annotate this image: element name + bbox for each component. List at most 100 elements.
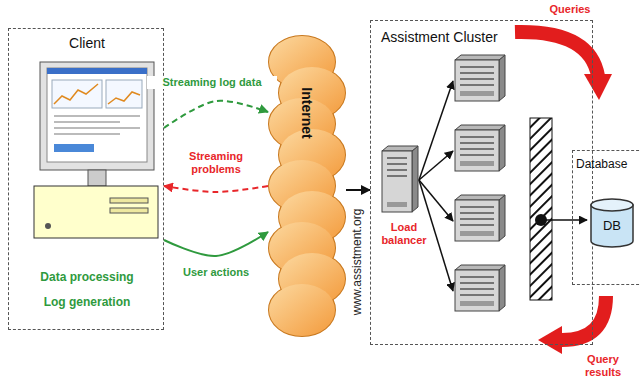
drive-slot (110, 198, 148, 203)
monitor-stand (88, 170, 106, 186)
screen-text-line (54, 115, 140, 117)
edge-label: User actions (166, 266, 266, 279)
flow-label: Query results (575, 353, 631, 379)
cluster-server (455, 195, 505, 241)
chart-line (108, 92, 140, 104)
edge-label: Streaming problems (180, 150, 252, 176)
screen-text-line (54, 127, 140, 129)
server-side (499, 195, 505, 241)
queries-arrow-head (584, 74, 612, 100)
power-button (45, 223, 51, 229)
server-panel (460, 161, 494, 166)
results-arrow-head (538, 326, 562, 354)
server-top (455, 265, 505, 270)
load-balancer-server (382, 146, 418, 212)
server-slot (460, 294, 494, 296)
results-arrow-body (562, 296, 606, 340)
screen-chart (106, 80, 142, 108)
desktop-case (34, 186, 158, 238)
problem-stream-arrow (164, 186, 268, 192)
flow-label: Queries (540, 3, 600, 16)
url-label: www.assistment.org (351, 209, 364, 316)
load-balancer-node: Load balancer (373, 143, 435, 255)
bus-dot (535, 214, 547, 226)
server-panel (387, 202, 407, 207)
node-title: Internet (299, 87, 316, 138)
server-slot (387, 163, 407, 165)
server-front (455, 60, 499, 101)
window-titlebar (47, 68, 147, 74)
node-title: Database (576, 157, 640, 171)
cloud-lobe (269, 284, 335, 336)
screen-text-line (54, 133, 120, 135)
server-side (499, 55, 505, 101)
server-top (455, 125, 505, 130)
cloud-edge (269, 36, 345, 336)
server-slot (460, 288, 494, 290)
server-front (455, 270, 499, 311)
monitor-screen (47, 68, 147, 162)
cylinder-top (591, 199, 633, 211)
server-slot (460, 142, 494, 144)
server-front (382, 151, 412, 212)
server-side (499, 125, 505, 171)
node-title: Assistment Cluster (381, 29, 581, 46)
server-slot (460, 212, 494, 214)
server-top (455, 55, 505, 60)
server-slot (460, 282, 494, 284)
drive-slot (110, 208, 148, 213)
server-slot (460, 66, 494, 68)
server-slot (460, 148, 494, 150)
cluster-box: Load balancer Assistment Cluster (370, 20, 593, 345)
monitor-frame (40, 62, 154, 170)
queries-arrow-body (515, 32, 598, 76)
chart-line (54, 84, 98, 104)
screen-text-line (54, 121, 120, 123)
cluster-server (455, 55, 505, 101)
node-title: Load balancer (373, 221, 435, 247)
db-link-arrow (546, 219, 587, 221)
server-top (382, 146, 418, 151)
server-slot (387, 175, 407, 177)
cluster-server (455, 265, 505, 311)
server-slot (460, 276, 494, 278)
server-slot (460, 218, 494, 220)
db-cylinder: DB (589, 197, 635, 249)
database-box: DB Database (572, 150, 640, 285)
cloud-outline (268, 28, 346, 346)
server-slot (460, 72, 494, 74)
server-front (455, 130, 499, 171)
user-action-arrow (164, 232, 268, 256)
cloud-fill (269, 36, 345, 336)
internet-cloud: Internet (268, 28, 346, 346)
node-note: Data processing Log generation (32, 265, 142, 315)
server-panel (460, 91, 494, 96)
server-slot (460, 136, 494, 138)
server-slot (460, 154, 494, 156)
server-front (455, 200, 499, 241)
screen-button (54, 144, 94, 152)
server-slot (387, 157, 407, 159)
server-slot (387, 169, 407, 171)
log-stream-arrow (164, 101, 268, 128)
screen-chart (52, 80, 102, 108)
node-title: DB (589, 218, 635, 234)
distribution-arrow (419, 180, 453, 221)
server-slot (460, 84, 494, 86)
server-side (412, 146, 418, 212)
distribution-arrow (419, 81, 453, 180)
server-top (455, 195, 505, 200)
request-arrow (346, 189, 370, 191)
client-box: ClientData processing Log generation (8, 28, 164, 330)
server-side (499, 265, 505, 311)
cluster-server (455, 125, 505, 171)
server-panel (460, 231, 494, 236)
edge-label: Streaming log data (147, 76, 277, 89)
cloud-lobe (269, 284, 335, 336)
server-slot (460, 224, 494, 226)
server-panel (460, 301, 494, 306)
distribution-arrow (419, 151, 453, 180)
server-slot (460, 206, 494, 208)
